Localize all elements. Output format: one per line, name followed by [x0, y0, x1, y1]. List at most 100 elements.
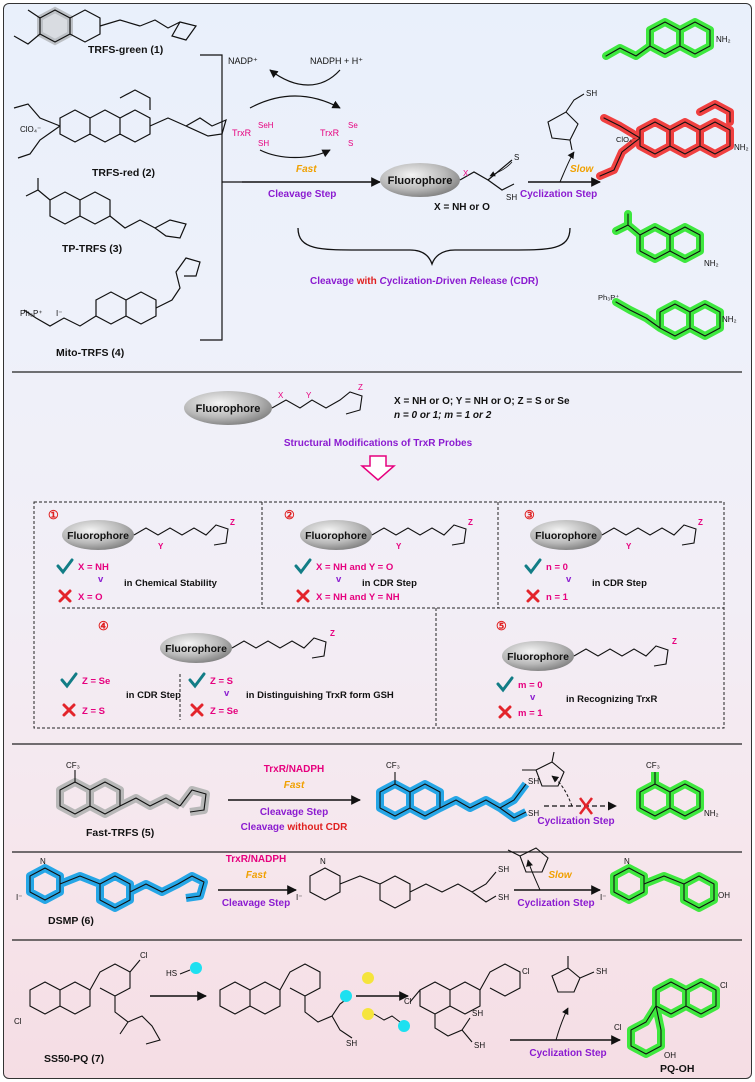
without-cdr-part-0: Cleavage: [241, 822, 288, 833]
compound-label-5: Fast-TRFS (5): [86, 827, 154, 839]
panel-1-bad: X = O: [78, 592, 103, 603]
panel-2-chain: [371, 524, 467, 546]
panel-4-check-icon: [60, 672, 78, 689]
panel-3-note: in CDR Step: [592, 578, 647, 589]
ss50-pq-structure: [29, 959, 161, 1045]
modifications-title: Structural Modifications of TrxR Probes: [284, 438, 473, 449]
sh-byproduct-label: SH: [586, 89, 597, 98]
released-fluorophores: [596, 18, 734, 340]
dsmp-product: [610, 864, 718, 912]
sh-label-6b: SH: [498, 893, 509, 902]
panel-1-note: in Chemical Stability: [124, 578, 218, 589]
iodide-label-6b: I⁻: [296, 893, 302, 902]
product-red-2: [596, 100, 734, 180]
panel-2-note: in CDR Step: [362, 578, 417, 589]
panel-3-v: v: [566, 574, 572, 585]
panel-1-cross-icon: [58, 589, 72, 603]
panel-5-bad: m = 1: [518, 708, 543, 719]
panel-1-chain: [133, 524, 229, 546]
clo4-label: ClO₄⁻: [20, 125, 41, 134]
fast-trfs-product: [636, 772, 704, 820]
cl-label-7b: Cl: [140, 951, 148, 960]
sh-label-7d: SH: [596, 967, 607, 976]
panel-1-fluorophore-label: Fluorophore: [67, 530, 129, 542]
iodide-label-6c: I⁻: [600, 893, 606, 902]
iodide-label: I⁻: [56, 309, 62, 318]
compound-label-3: TP-TRFS (3): [62, 243, 122, 255]
panel-1-check-icon: [56, 558, 74, 575]
fast-trfs-structure: [56, 770, 210, 818]
slow-label: Slow: [570, 164, 595, 175]
mito-trfs-structure: [23, 257, 201, 327]
compound-label-6: DSMP (6): [48, 915, 94, 927]
trxr-ss-label: TrxR: [320, 128, 340, 138]
without-cdr-part-1: without CDR: [286, 822, 348, 833]
cdr-part-5: riven: [443, 276, 470, 287]
cf3-label-5: CF₃: [66, 761, 80, 770]
trfs-red-structure: [13, 89, 227, 159]
cyclic-urea-byproduct: [522, 751, 565, 787]
section1-structures: [13, 6, 227, 327]
nh2-label-2: NH₂: [734, 143, 749, 152]
trfs-green-structure: [13, 6, 198, 46]
thiolactone-byproduct: [547, 93, 585, 151]
panel-1-z: Z: [230, 518, 235, 527]
product-green-1: [602, 18, 714, 60]
sh-label-6a: SH: [498, 865, 509, 874]
panel-4-note: in CDR Step: [126, 690, 181, 701]
fast-trfs-intermediate: [376, 772, 530, 822]
without-cdr-label: Cleavage without CDR: [241, 822, 348, 833]
panel-4-fluorophore-shape: [160, 633, 232, 663]
thiol-ball-cyan-2: [398, 1020, 410, 1032]
y-label-header: Y: [306, 391, 312, 400]
cdr-part-0: Cleavage: [310, 276, 357, 287]
disulfide-ball: [340, 990, 352, 1002]
cleavage-step-label-6: Cleavage Step: [222, 898, 290, 909]
definition-line-1: X = NH or O; Y = NH or O; Z = S or Se: [394, 396, 570, 407]
panel-2-check-icon: [294, 558, 312, 575]
sh-intermediate-label: SH: [506, 193, 517, 202]
panel-4-good: Z = Se: [82, 676, 110, 687]
cdr-part-3: yclization-: [387, 276, 436, 287]
panel-4-chain: [231, 637, 327, 659]
x-label-header: X: [278, 391, 284, 400]
panel-3-check-icon: [524, 558, 542, 575]
panel-2-good: X = NH and Y = O: [316, 562, 393, 573]
nadph-label: NADPH + H⁺: [310, 56, 363, 66]
compound-label-1: TRFS-green (1): [88, 44, 163, 56]
ss50-intermediate-2: [409, 963, 521, 1043]
cdr-part-6: R: [470, 276, 478, 287]
s-label: S: [348, 139, 353, 148]
cdr-part-2: C: [379, 276, 387, 287]
nh2-label-1: NH₂: [716, 35, 731, 44]
ss50-intermediate-1: [219, 963, 353, 1039]
panel-3-fluorophore-label: Fluorophore: [535, 530, 597, 542]
fluorophore-label-1: Fluorophore: [388, 175, 453, 187]
panel-2-cross-icon: [296, 589, 310, 603]
product-green-4: [612, 298, 724, 340]
reagent-label-6: TrxR/NADPH: [226, 854, 287, 865]
fluorophore-label-2: Fluorophore: [196, 403, 261, 415]
definition-line-2: n = 0 or 1; m = 1 or 2: [394, 410, 492, 421]
compound-label-2: TRFS-red (2): [92, 167, 155, 179]
cl-label-pq-b: Cl: [614, 1023, 622, 1032]
thiol-ball-yellow-2: [362, 1008, 374, 1020]
panel-4-bad2: Z = Se: [210, 706, 238, 717]
released-labels: NH₂ NH₂ ClO₄⁻ NH₂ NH₂ Ph₃P⁺: [598, 35, 749, 324]
panel-2-v: v: [336, 574, 342, 585]
clo4-product-label: ClO₄⁻: [616, 135, 636, 144]
sh-enzyme-label: SH: [258, 139, 269, 148]
cyclization-step-label: Cyclization Step: [520, 189, 597, 200]
nh2-label-5: NH₂: [704, 809, 719, 818]
s-minus-label: S: [514, 153, 519, 162]
cdr-part-7: elease (CDR): [477, 276, 539, 287]
cleavage-step-label: Cleavage Step: [268, 189, 336, 200]
cf3-label-5c: CF₃: [646, 761, 660, 770]
panel-4-cross2-icon: [190, 703, 204, 717]
ph3p-product-label: Ph₃P⁺: [598, 293, 619, 302]
trxr-seh-label: TrxR: [232, 128, 252, 138]
fast-label-6: Fast: [246, 870, 267, 881]
panel-4-good2: Z = S: [210, 676, 233, 687]
